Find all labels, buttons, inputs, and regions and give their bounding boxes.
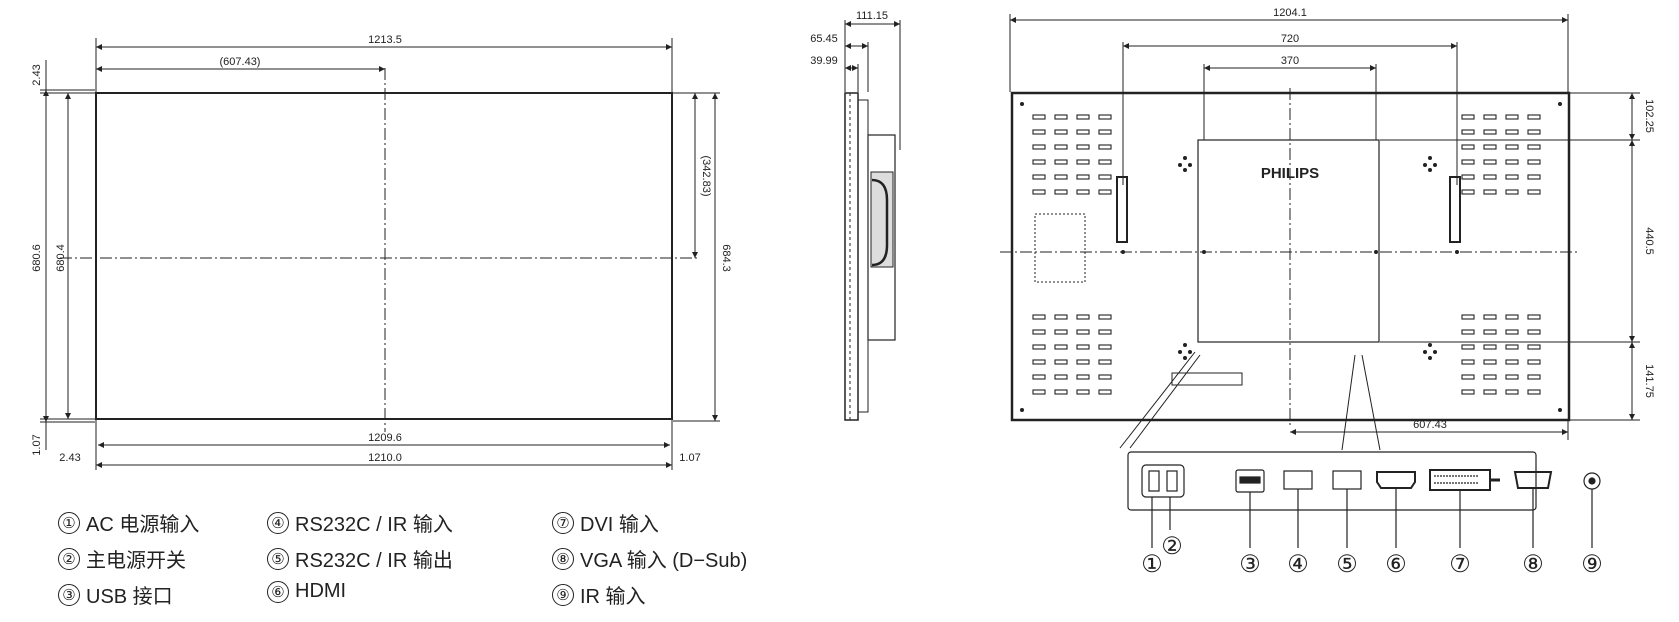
side-panel-body	[844, 92, 859, 421]
vents	[1032, 114, 1541, 395]
side-view	[844, 20, 901, 421]
side-depth-total-label: 111.15	[856, 10, 888, 22]
front-bottom-width-label: 1210.0	[368, 452, 402, 464]
rear-width-label: 1204.1	[1273, 7, 1307, 19]
rear-dimension-labels: 1204.1 720 370 PHILIPS 102.25 440.5 141.…	[1261, 7, 1655, 431]
front-bottom-right-label: 1.07	[679, 452, 700, 464]
port-callout-1: ①	[1141, 551, 1163, 578]
port-callout-2: ②	[1161, 533, 1183, 560]
port-callout-6: ⑥	[1385, 551, 1407, 578]
rear-center-offset-label: 607.43	[1413, 419, 1447, 431]
ac-power-socket	[1141, 464, 1185, 498]
right-handle	[1449, 176, 1461, 243]
dvi-port	[1429, 469, 1491, 491]
front-panel	[95, 92, 673, 420]
port-number-callouts: ① ② ③ ④ ⑤ ⑥ ⑦ ⑧ ⑨	[1141, 533, 1603, 578]
port-callout-4: ④	[1287, 551, 1309, 578]
front-bottom-offset-label: 1.07	[31, 434, 43, 455]
port-callout-3: ③	[1239, 551, 1261, 578]
left-handle	[1116, 176, 1128, 243]
front-bottom-left-label: 2.43	[59, 452, 80, 464]
port-callout-7: ⑦	[1449, 551, 1471, 578]
front-top-offset-label: 2.43	[31, 64, 43, 85]
port-callout-8: ⑧	[1522, 551, 1544, 578]
rear-vesa-height-label: 440.5	[1643, 227, 1655, 255]
rs232c-in-port	[1283, 470, 1313, 490]
front-half-width-label: (607.43)	[220, 56, 261, 68]
side-depth-mid-label: 65.45	[810, 33, 838, 45]
side-dimension-labels: 111.15 65.45 39.99	[810, 10, 888, 67]
front-inner-width-label: 1209.6	[368, 432, 402, 444]
port-callout-5: ⑤	[1336, 551, 1358, 578]
rear-view	[1000, 14, 1640, 451]
rear-bottom-offset-label: 141.75	[1643, 364, 1655, 398]
port-callout-9: ⑨	[1581, 551, 1603, 578]
port-panel	[1127, 451, 1601, 548]
front-width-label: 1213.5	[368, 34, 402, 46]
vesa-plate	[1197, 139, 1380, 343]
hdmi-port	[1376, 471, 1416, 489]
front-half-height-label: (342.83)	[700, 156, 712, 197]
vga-port	[1513, 471, 1553, 489]
front-right-height-label: 684.3	[720, 244, 732, 272]
rear-vesa-wide-label: 720	[1281, 33, 1299, 45]
front-view	[40, 38, 720, 470]
rs232c-out-port	[1332, 470, 1362, 490]
rear-top-offset-label: 102.25	[1643, 99, 1655, 133]
front-inner-height-label: 680.4	[55, 244, 67, 272]
front-left-height-label: 680.6	[31, 244, 43, 272]
rear-vesa-narrow-label: 370	[1281, 55, 1299, 67]
front-dimension-labels: 1213.5 (607.43) 2.43 680.6 680.4 (342.83…	[31, 34, 732, 464]
rear-brand-logo: PHILIPS	[1261, 165, 1319, 182]
side-depth-min-label: 39.99	[810, 55, 838, 67]
